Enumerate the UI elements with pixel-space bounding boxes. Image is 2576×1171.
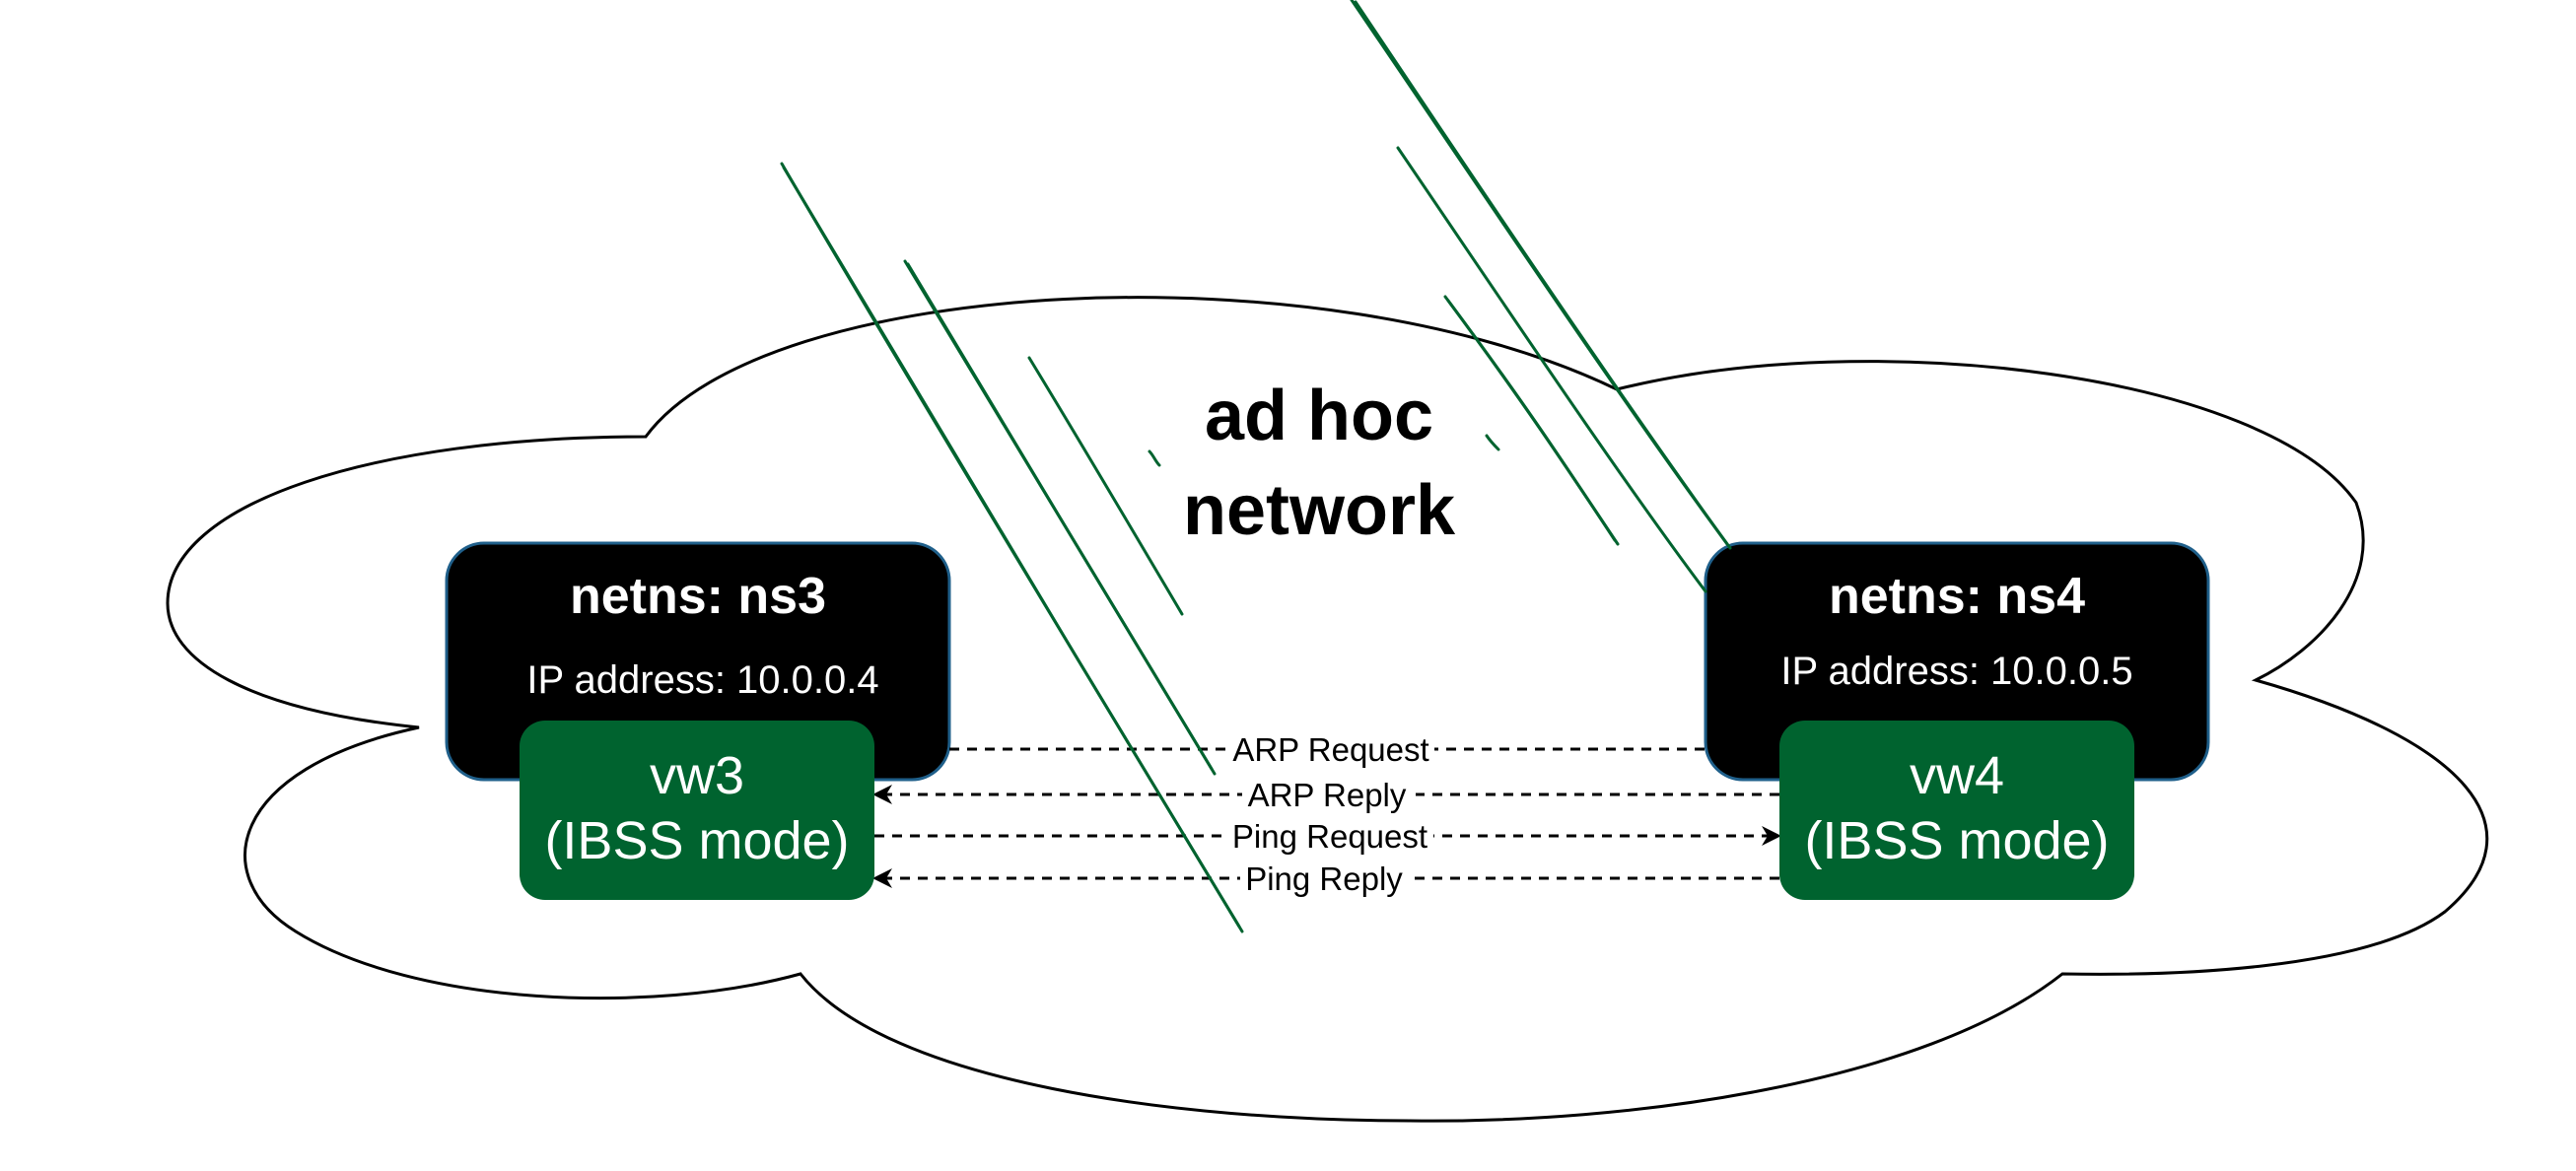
namespace-ns3-title: netns: ns3 xyxy=(570,568,826,625)
rain-line-11 xyxy=(1446,299,1620,546)
rain-line-4 xyxy=(906,262,1217,776)
rain-line-8 xyxy=(1354,0,1732,550)
decorative-rain-lines xyxy=(780,0,1732,933)
rain-line-6 xyxy=(1148,449,1161,467)
network-cloud xyxy=(166,296,2489,1123)
message-labels: ARP Request ARP Reply Ping Request Ping … xyxy=(1226,731,1434,897)
interface-vw3-mode: (IBSS mode) xyxy=(544,811,849,870)
rain-line-9 xyxy=(1396,146,1707,593)
interface-vw3-box xyxy=(520,721,874,900)
network-title-line2: network xyxy=(1183,471,1456,550)
interface-vw4-mode: (IBSS mode) xyxy=(1804,811,2109,870)
arp-request-label: ARP Request xyxy=(1232,731,1428,768)
interface-vw3: vw3 (IBSS mode) xyxy=(520,721,874,900)
arp-reply-label-bg xyxy=(1242,777,1416,812)
arp-reply-label: ARP Reply xyxy=(1248,777,1407,813)
rain-line-2 xyxy=(782,166,1244,933)
network-title-line1: ad hoc xyxy=(1205,377,1433,455)
ping-reply-label-bg xyxy=(1240,861,1410,896)
ping-request-label: Ping Request xyxy=(1232,818,1427,855)
interface-vw4-box xyxy=(1779,721,2134,900)
interface-vw4-name: vw4 xyxy=(1910,746,2004,805)
ping-reply-label: Ping Reply xyxy=(1245,861,1403,897)
arp-request-label-bg xyxy=(1227,731,1434,767)
interface-vw3-name: vw3 xyxy=(650,746,744,805)
namespace-ns3-ip: IP address: 10.0.0.4 xyxy=(526,658,878,702)
rain-line-5 xyxy=(1027,356,1184,616)
rain-line-12 xyxy=(1485,434,1500,451)
namespace-ns4-title: netns: ns4 xyxy=(1829,568,2085,625)
ping-request-label-bg xyxy=(1226,818,1433,854)
namespace-ns4-ip: IP address: 10.0.0.5 xyxy=(1780,650,2132,693)
interface-vw4: vw4 (IBSS mode) xyxy=(1779,721,2134,900)
